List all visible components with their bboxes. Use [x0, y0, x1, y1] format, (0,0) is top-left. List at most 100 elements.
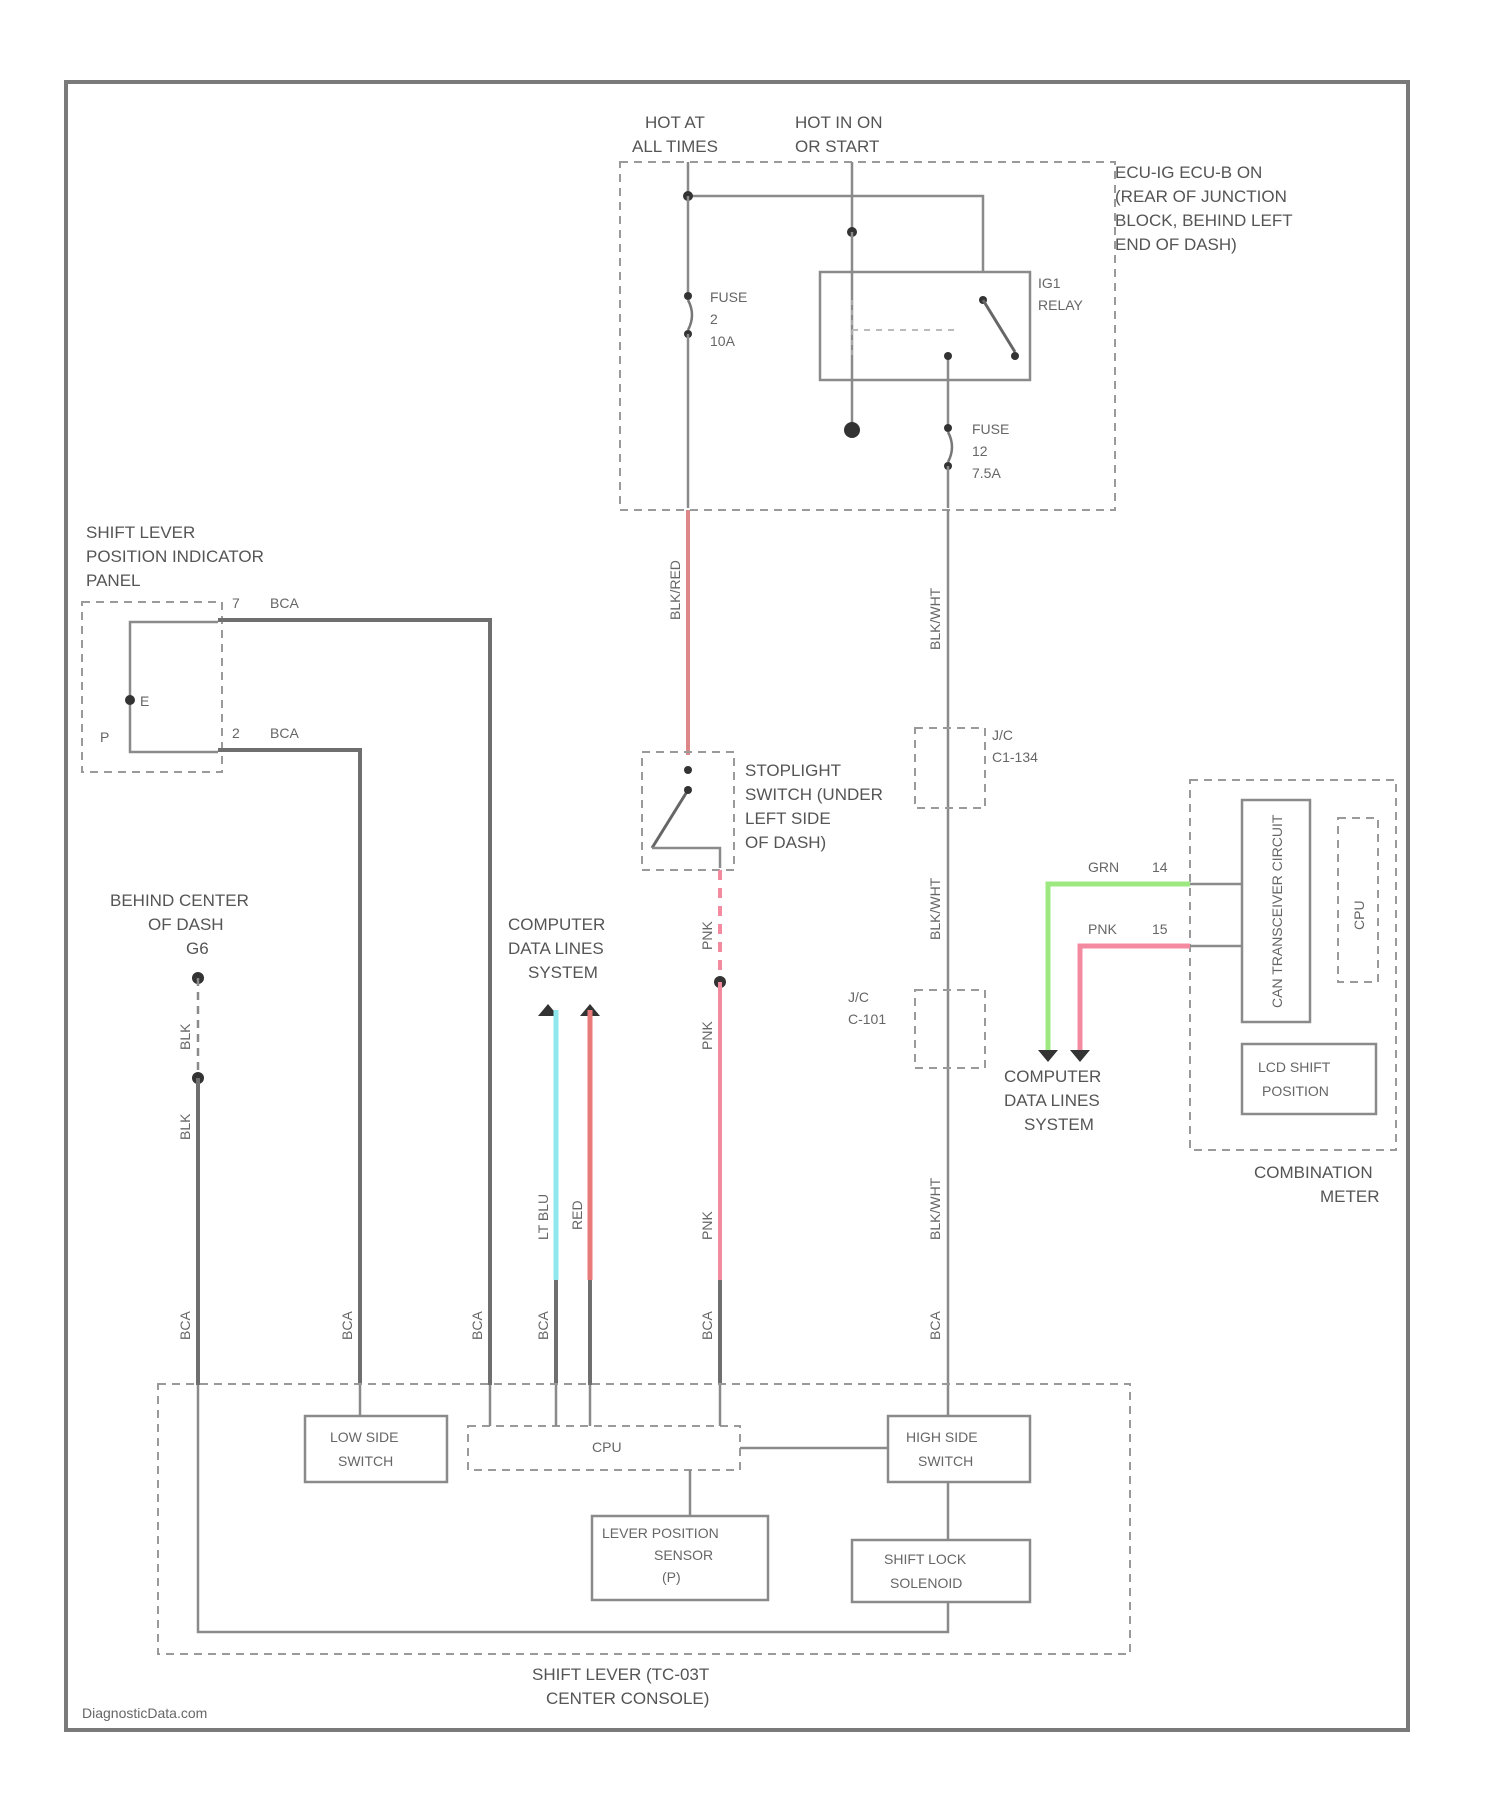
indicator-pin2-color: BCA — [270, 725, 299, 741]
junction-block-location-3: BLOCK, BEHIND LEFT — [1115, 211, 1293, 230]
bca-label-1: BCA — [177, 1311, 193, 1340]
ground-id: G6 — [186, 939, 209, 958]
lcd-label-1: LCD SHIFT — [1258, 1059, 1331, 1075]
relay-label-2: RELAY — [1038, 297, 1084, 313]
combination-meter-title-2: METER — [1320, 1187, 1380, 1206]
cdl-left-3: SYSTEM — [528, 963, 598, 982]
indicator-left-pin: P — [100, 729, 109, 745]
cdl-left-2: DATA LINES — [508, 939, 604, 958]
fuse-12-label-1: FUSE — [972, 421, 1009, 437]
indicator-pin7-color: BCA — [270, 595, 299, 611]
indicator-pin7: 7 — [232, 595, 240, 611]
cdl-right-2: DATA LINES — [1004, 1091, 1100, 1110]
red-label: RED — [569, 1200, 585, 1230]
fuse-2-label-3: 10A — [710, 333, 736, 349]
switch-out-wire — [652, 848, 720, 868]
ground-wire-color-1: BLK — [177, 1023, 193, 1050]
pink-label-mid: PNK — [699, 1021, 715, 1050]
cdl-left-1: COMPUTER — [508, 915, 605, 934]
grn-wire — [1048, 884, 1190, 1050]
relay-contact — [944, 352, 952, 360]
hot-in-on-line2: OR START — [795, 137, 879, 156]
fuse-12-label-3: 7.5A — [972, 465, 1001, 481]
indicator-panel-internal — [130, 622, 218, 752]
fuse-terminal — [684, 292, 692, 300]
shift-lever-title-2: CENTER CONSOLE) — [546, 1689, 709, 1708]
watermark: DiagnosticData.com — [82, 1705, 207, 1721]
shift-lock-label-1: SHIFT LOCK — [884, 1551, 967, 1567]
combination-meter-title-1: COMBINATION — [1254, 1163, 1373, 1182]
pink-label-low: PNK — [699, 1211, 715, 1240]
junction-block-location-4: END OF DASH) — [1115, 235, 1237, 254]
high-side-switch-box — [888, 1416, 1030, 1482]
indicator-panel-title-3: PANEL — [86, 571, 141, 590]
bca-label-2: BCA — [339, 1311, 355, 1340]
fuse-2-symbol — [688, 300, 692, 330]
indicator-inner-pin: E — [140, 693, 149, 709]
indicator-pin2: 2 — [232, 725, 240, 741]
fuse-12-symbol — [948, 432, 952, 462]
cdl-right-1: COMPUTER — [1004, 1067, 1101, 1086]
indicator-panel-title-1: SHIFT LEVER — [86, 523, 195, 542]
relay-ground-dot — [844, 422, 860, 438]
jc-lower-label-1: J/C — [848, 989, 869, 1005]
bca-label-4: BCA — [535, 1311, 551, 1340]
shift-lever-title-1: SHIFT LEVER (TC-03T — [532, 1665, 709, 1684]
fuse-12-label-2: 12 — [972, 443, 988, 459]
bca-label-6: BCA — [927, 1311, 943, 1340]
blk-wht-label-3: BLK/WHT — [927, 1177, 943, 1240]
ground-title-1: BEHIND CENTER — [110, 891, 249, 910]
lcd-label-2: POSITION — [1262, 1083, 1329, 1099]
pink-label-upper: PNK — [699, 921, 715, 950]
cdl-right-arrow-pnk — [1070, 1050, 1090, 1062]
lever-sensor-label-3: (P) — [662, 1569, 681, 1585]
high-side-label-2: SWITCH — [918, 1453, 973, 1469]
switch-contact — [684, 766, 692, 774]
jc-upper-label-1: J/C — [992, 727, 1013, 743]
jc-upper-outline — [915, 728, 985, 808]
grn-label: GRN — [1088, 859, 1119, 875]
indicator-led-dot — [125, 695, 135, 705]
low-side-label-1: LOW SIDE — [330, 1429, 398, 1445]
lever-sensor-label-2: SENSOR — [654, 1547, 713, 1563]
jc-upper-label-2: C1-134 — [992, 749, 1038, 765]
blk-red-label: BLK/RED — [667, 560, 683, 620]
jc-lower-outline — [915, 990, 985, 1068]
fuse-2-label-2: 2 — [710, 311, 718, 327]
hot-in-on-line1: HOT IN ON — [795, 113, 883, 132]
diagram-frame — [66, 82, 1408, 1730]
fuse-2-label-1: FUSE — [710, 289, 747, 305]
switch-contact — [684, 786, 692, 794]
grn-pin: 14 — [1152, 859, 1168, 875]
blk-wht-label-1: BLK/WHT — [927, 587, 943, 650]
stoplight-label-2: SWITCH (UNDER — [745, 785, 883, 804]
shift-lock-solenoid-box — [852, 1540, 1030, 1602]
meter-cpu-label: CPU — [1351, 900, 1367, 930]
stoplight-switch-arm — [652, 790, 688, 848]
hot-at-all-times-line1: HOT AT — [645, 113, 705, 132]
pnk-meter-wire — [1080, 946, 1190, 1050]
stoplight-label-1: STOPLIGHT — [745, 761, 841, 780]
indicator-pin2-wire — [218, 750, 360, 1385]
lever-sensor-label-1: LEVER POSITION — [602, 1525, 719, 1541]
indicator-panel-title-2: POSITION INDICATOR — [86, 547, 264, 566]
low-side-switch-box — [305, 1416, 447, 1482]
relay-contact — [1011, 352, 1019, 360]
blk-wht-label-2: BLK/WHT — [927, 877, 943, 940]
hot-at-all-times-line2: ALL TIMES — [632, 137, 718, 156]
relay-label-1: IG1 — [1038, 275, 1061, 291]
pnk-meter-pin: 15 — [1152, 921, 1168, 937]
cdl-right-3: SYSTEM — [1024, 1115, 1094, 1134]
shift-cpu-label: CPU — [592, 1439, 622, 1455]
high-side-label-1: HIGH SIDE — [906, 1429, 978, 1445]
indicator-panel-outline — [82, 602, 222, 772]
can-transceiver-label: CAN TRANSCEIVER CIRCUIT — [1269, 814, 1285, 1008]
shift-lock-label-2: SOLENOID — [890, 1575, 962, 1591]
pnk-meter-label: PNK — [1088, 921, 1117, 937]
lt-blu-label: LT BLU — [535, 1194, 551, 1240]
cdl-right-arrow-grn — [1038, 1050, 1058, 1062]
stoplight-label-3: LEFT SIDE — [745, 809, 831, 828]
jc-lower-label-2: C-101 — [848, 1011, 886, 1027]
lcd-shift-box — [1242, 1044, 1376, 1114]
